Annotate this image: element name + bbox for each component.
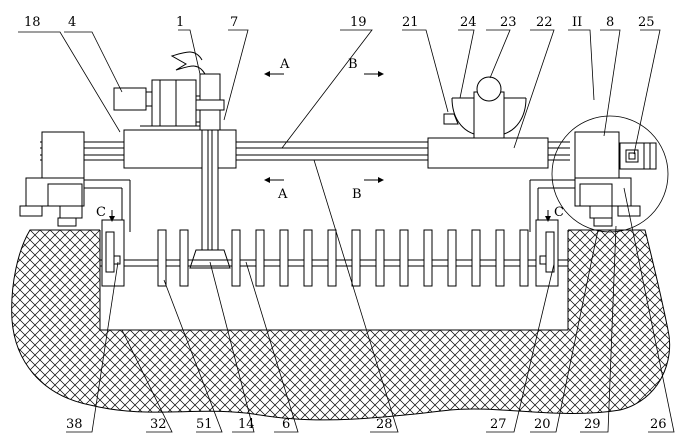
callout-22: 22 bbox=[536, 15, 553, 30]
callout-19: 19 bbox=[350, 15, 367, 30]
callout-32: 32 bbox=[150, 417, 167, 432]
callout-1: 1 bbox=[176, 15, 184, 30]
detail-circle-ii bbox=[551, 115, 669, 233]
left-side-block bbox=[101, 219, 125, 287]
callout-7: 7 bbox=[230, 15, 238, 30]
callout-20: 20 bbox=[534, 417, 551, 432]
ground-hatched-area bbox=[11, 229, 671, 421]
vertical-tool-shaft bbox=[170, 51, 231, 269]
callout-6: 6 bbox=[282, 417, 290, 432]
section-marks bbox=[109, 71, 551, 222]
section-c-right: C bbox=[554, 205, 564, 220]
right-carriage bbox=[427, 76, 549, 169]
callout-27: 27 bbox=[490, 417, 507, 432]
callout-51: 51 bbox=[196, 417, 213, 432]
bottom-leader-lines bbox=[66, 159, 675, 433]
callout-26: 26 bbox=[650, 417, 667, 432]
section-a-top: A bbox=[279, 57, 290, 72]
callout-4: 4 bbox=[68, 15, 76, 30]
right-side-block bbox=[535, 219, 559, 287]
top-leader-lines bbox=[18, 29, 661, 155]
section-b-top: B bbox=[348, 57, 358, 72]
right-drive-motor bbox=[619, 142, 657, 170]
callout-29: 29 bbox=[584, 417, 601, 432]
callout-ii: II bbox=[572, 15, 582, 30]
callout-14: 14 bbox=[238, 417, 255, 432]
callout-24: 24 bbox=[460, 15, 477, 30]
callout-8: 8 bbox=[606, 15, 614, 30]
callout-25: 25 bbox=[638, 15, 655, 30]
callout-21: 21 bbox=[402, 15, 419, 30]
left-support-frame bbox=[19, 131, 131, 232]
top-callout-labels: 18 4 1 7 19 21 24 23 22 II 8 25 bbox=[24, 15, 655, 30]
section-c-left: C bbox=[96, 205, 106, 220]
bottom-callout-labels: 38 32 51 14 6 28 27 20 29 26 bbox=[66, 417, 667, 432]
callout-28: 28 bbox=[376, 417, 393, 432]
section-b-bottom: B bbox=[352, 187, 362, 202]
section-a-bottom: A bbox=[277, 187, 288, 202]
rake-tine-array bbox=[100, 229, 568, 287]
section-letters: A B A B C C bbox=[96, 57, 564, 220]
callout-18: 18 bbox=[24, 15, 41, 30]
callout-38: 38 bbox=[66, 417, 83, 432]
callout-23: 23 bbox=[500, 15, 517, 30]
right-support-frame bbox=[529, 131, 641, 232]
